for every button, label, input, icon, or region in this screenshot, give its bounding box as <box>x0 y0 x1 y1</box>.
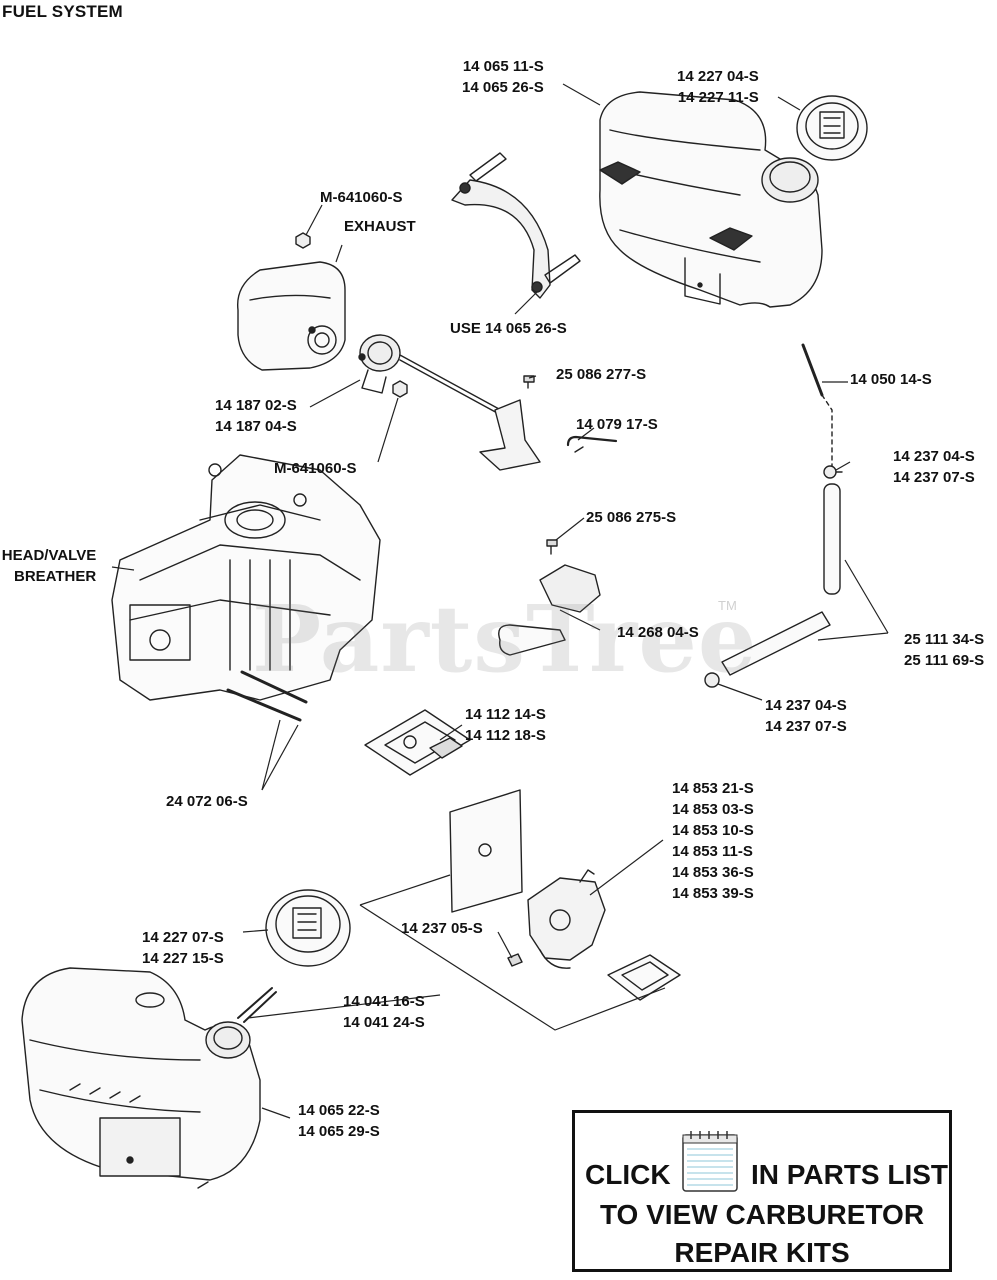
part-number: 14 112 14-S <box>465 706 546 723</box>
part-number: 25 111 69-S <box>904 652 985 669</box>
part-number: 14 227 15-S <box>142 950 224 967</box>
kit-line-2: TO VIEW CARBURETOR <box>599 1199 925 1230</box>
label-choke-assy: 14 268 04-S <box>617 624 699 641</box>
carburetor-kits-callout[interactable]: CLICK IN PARTS LIST TO VIEW CARBURETOR R… <box>572 1110 952 1272</box>
part-number: 14 237 07-S <box>893 469 975 486</box>
label-nut-bottom: M-641060-S <box>274 460 357 477</box>
part-number: 14 853 03-S <box>672 801 754 818</box>
throttle-bracket <box>479 399 541 471</box>
gasket-lower <box>607 954 681 1001</box>
kit-parts-list-text: IN PARTS LIST <box>751 1159 949 1190</box>
nut-top <box>295 232 311 249</box>
fuel-filter <box>801 343 824 397</box>
label-clamp-carb: 14 237 05-S <box>401 920 483 937</box>
part-number: 14 041 16-S <box>343 993 425 1010</box>
part-number: 14 853 21-S <box>672 780 754 797</box>
label-nut-top: M-641060-S <box>320 189 403 206</box>
fuel-tank-bottom <box>21 967 261 1189</box>
fuel-cap-bottom <box>237 889 351 1023</box>
gasket-plate <box>449 789 523 913</box>
part-number: 14 187 02-S <box>215 397 297 414</box>
hose-vertical <box>823 483 841 595</box>
leader-lines <box>111 83 889 1119</box>
engine-block <box>111 454 381 701</box>
label-clamp-top: 14 237 04-S 14 237 07-S <box>893 446 975 488</box>
choke-assembly <box>498 564 601 656</box>
label-exhaust: EXHAUST <box>344 218 416 235</box>
label-tank-top: 14 065 11-S 14 065 26-S <box>462 56 544 98</box>
hose-diagonal <box>721 611 831 676</box>
part-number: 14 065 26-S <box>462 79 544 96</box>
choke-rod <box>566 435 618 447</box>
part-number: 14 853 10-S <box>672 822 754 839</box>
part-number: 14 853 36-S <box>672 864 754 881</box>
part-number: 14 065 11-S <box>462 58 544 75</box>
part-number: 14 112 18-S <box>465 727 546 744</box>
part-number: 14 065 22-S <box>298 1102 380 1119</box>
part-number: 14 237 04-S <box>765 697 847 714</box>
part-number: 14 041 24-S <box>343 1014 425 1031</box>
part-number: 14 853 39-S <box>672 885 754 902</box>
watermark-tm: TM <box>718 598 737 613</box>
clamp-carb <box>507 953 523 967</box>
label-filter: 14 050 14-S <box>850 371 932 388</box>
clamp-bottom <box>704 672 720 688</box>
label-muffler-parts: 14 187 02-S 14 187 04-S <box>215 395 297 437</box>
screw-277 <box>523 375 535 389</box>
part-number: 25 111 34-S <box>904 631 985 648</box>
part-number: 14 237 04-S <box>893 448 975 465</box>
label-tank-bottom: 14 065 22-S 14 065 29-S <box>298 1100 380 1142</box>
label-gasket-kit: 14 041 16-S 14 041 24-S <box>343 991 425 1033</box>
label-head-valve: HEAD/VALVE BREATHER <box>0 545 96 587</box>
part-name: BREATHER <box>14 568 97 585</box>
stud-lower <box>240 670 308 704</box>
gasket-upper <box>364 709 471 776</box>
watermark: PartsTree <box>252 585 758 693</box>
label-screw-275: 25 086 275-S <box>586 509 677 526</box>
clamp-top <box>823 465 843 479</box>
label-screw-277: 25 086 277-S <box>556 366 647 383</box>
fuel-tank-top <box>599 91 823 308</box>
label-cap-top: 14 227 04-S 14 227 11-S <box>677 66 759 108</box>
label-bracket-note: USE 14 065 26-S <box>450 320 567 337</box>
label-carburetor: 14 853 21-S 14 853 03-S 14 853 10-S 14 8… <box>672 778 754 904</box>
label-cap-bottom: 14 227 07-S 14 227 15-S <box>142 927 224 969</box>
part-number: 14 227 04-S <box>677 68 759 85</box>
fuel-cap-top <box>796 95 868 161</box>
kit-click-text: CLICK <box>585 1159 671 1190</box>
screw-275 <box>546 539 558 555</box>
carburetor <box>527 869 606 969</box>
notepad-icon[interactable] <box>679 1129 741 1193</box>
part-number: 14 237 07-S <box>765 718 847 735</box>
throttle-rod <box>399 354 511 416</box>
label-gasket: 14 112 14-S 14 112 18-S <box>465 704 546 746</box>
muffler <box>236 261 346 371</box>
tank-bracket <box>451 152 581 299</box>
part-number: 14 227 11-S <box>677 89 759 106</box>
stud-upper <box>226 688 302 722</box>
part-name: HEAD/VALVE <box>1 547 97 564</box>
label-hose: 25 111 34-S 25 111 69-S <box>904 629 984 671</box>
page-title: FUEL SYSTEM <box>2 2 123 21</box>
part-number: 14 853 11-S <box>672 843 753 860</box>
spark-arrestor <box>358 334 408 398</box>
label-clamp-bottom: 14 237 04-S 14 237 07-S <box>765 695 847 737</box>
part-number: 14 187 04-S <box>215 418 297 435</box>
label-stud: 24 072 06-S <box>166 793 248 810</box>
label-rod: 14 079 17-S <box>576 416 658 433</box>
kit-line-3: REPAIR KITS <box>674 1237 850 1268</box>
part-number: 14 065 29-S <box>298 1123 380 1140</box>
part-number: 14 227 07-S <box>142 929 224 946</box>
